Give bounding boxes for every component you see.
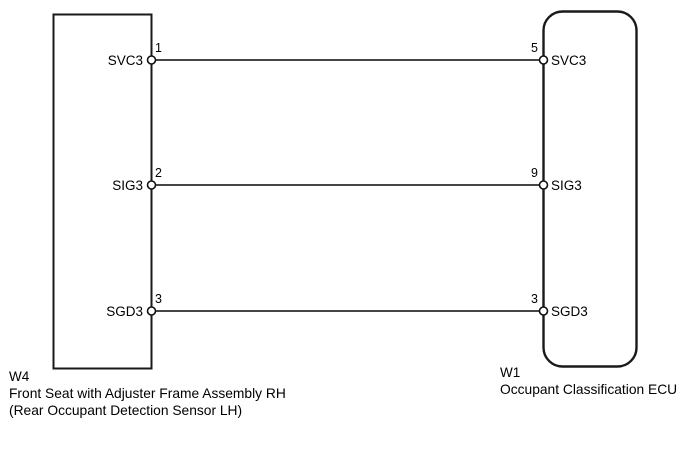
- left-pin-label-sig3: SIG3: [112, 178, 143, 193]
- left-pin-label-sgd3: SGD3: [106, 304, 143, 319]
- left-connector-box: [52, 13, 153, 370]
- right-connector-code: W1: [500, 365, 520, 380]
- right-pin-label-sig3: SIG3: [551, 178, 582, 193]
- right-terminal-pin-5: [538, 55, 549, 65]
- left-connector-code: W4: [9, 369, 30, 384]
- left-pin-number-2: 2: [155, 166, 162, 180]
- right-connector-name-line1: Occupant Classification ECU: [500, 382, 677, 397]
- left-terminal-pin-3: [146, 306, 157, 316]
- left-pin-number-1: 1: [155, 41, 162, 55]
- right-pin-number-9: 9: [531, 166, 538, 180]
- left-pin-number-3: 3: [155, 292, 162, 306]
- right-terminal-pin-9: [538, 180, 549, 190]
- left-pin-label-svc3: SVC3: [108, 53, 143, 68]
- left-terminal-pin-1: [146, 55, 157, 65]
- right-pin-label-sgd3: SGD3: [551, 304, 588, 319]
- right-pin-label-svc3: SVC3: [551, 53, 586, 68]
- right-pin-number-5: 5: [531, 41, 538, 55]
- left-connector-name-line2: (Rear Occupant Detection Sensor LH): [9, 403, 242, 418]
- left-terminal-pin-2: [146, 180, 157, 190]
- left-connector-name-line1: Front Seat with Adjuster Frame Assembly …: [9, 386, 286, 401]
- right-pin-number-3: 3: [531, 292, 538, 306]
- right-terminal-pin-3: [538, 306, 549, 316]
